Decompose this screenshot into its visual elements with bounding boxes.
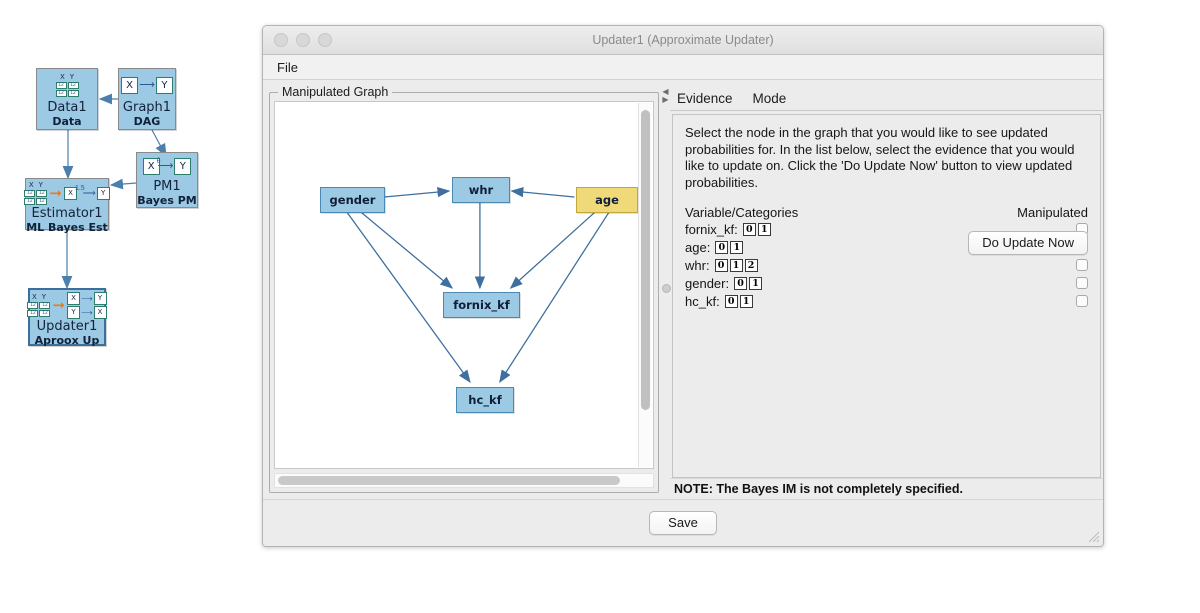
workbench-node-type: Bayes PM — [137, 194, 197, 207]
divider-knob[interactable] — [662, 284, 671, 293]
manipulated-graph-panel: Manipulated Graph — [269, 85, 659, 493]
workbench-node-type: DAG — [133, 115, 161, 128]
evidence-panel: Select the node in the graph that you wo… — [672, 114, 1101, 478]
resize-grip[interactable] — [1087, 530, 1100, 543]
zoom-button[interactable] — [318, 33, 332, 47]
window-titlebar[interactable]: Updater1 (Approximate Updater) — [263, 26, 1103, 55]
category-button[interactable]: 1 — [730, 240, 744, 254]
collapse-left-icon[interactable]: ◀ — [662, 87, 669, 96]
category-button[interactable]: 0 — [715, 240, 729, 254]
window-title: Updater1 (Approximate Updater) — [592, 33, 774, 47]
graph-canvas[interactable] — [275, 102, 653, 468]
evidence-menubar[interactable]: Evidence Mode — [670, 86, 1103, 111]
close-button[interactable] — [274, 33, 288, 47]
right-pane: Evidence Mode Select the node in the gra… — [670, 80, 1103, 499]
left-pane: Manipulated Graph — [263, 80, 661, 499]
menu-mode[interactable]: Mode — [752, 90, 787, 106]
horizontal-scroll-thumb[interactable] — [278, 476, 620, 485]
window-controls[interactable] — [274, 33, 332, 47]
window-menubar[interactable]: File — [263, 55, 1103, 80]
category-button[interactable]: 2 — [744, 258, 758, 272]
graph-scroll-area[interactable]: gender whr age fornix_kf hc_kf — [274, 101, 654, 469]
manipulated-checkbox[interactable] — [1076, 259, 1088, 271]
category-buttons[interactable]: 0 1 — [724, 294, 753, 308]
minimize-button[interactable] — [296, 33, 310, 47]
window-body: Manipulated Graph — [263, 80, 1103, 499]
menu-file[interactable]: File — [277, 59, 298, 75]
manipulated-label: Manipulated — [1017, 205, 1088, 220]
evidence-row-gender[interactable]: gender: 0 1 — [685, 274, 1088, 292]
updater-window[interactable]: Updater1 (Approximate Updater) File Mani… — [262, 25, 1104, 547]
variable-name: whr: — [685, 257, 710, 273]
x-arrow-y-icon: X⟶Y — [121, 72, 173, 98]
do-update-now-button[interactable]: Do Update Now — [968, 231, 1088, 255]
menu-evidence[interactable]: Evidence — [677, 90, 733, 106]
variable-name: fornix_kf: — [685, 221, 738, 237]
note-status-text: NOTE: The Bayes IM is not completely spe… — [670, 478, 1103, 499]
variable-name: hc_kf: — [685, 293, 720, 309]
evidence-row-whr[interactable]: whr: 0 1 2 — [685, 256, 1088, 274]
workbench-node-name: Data1 — [47, 100, 87, 115]
category-button[interactable]: 1 — [729, 258, 743, 272]
split-pane-divider[interactable]: ◀ ▶ — [661, 80, 671, 499]
orange-arrow-icon: ➞ — [49, 184, 62, 202]
category-buttons[interactable]: 0 1 2 — [714, 258, 758, 272]
graph-horizontal-scrollbar[interactable] — [274, 473, 654, 488]
workbench-node-graph1[interactable]: X⟶Y Graph1 DAG — [118, 68, 176, 130]
window-footer: Save — [263, 499, 1103, 546]
category-button[interactable]: 0 — [714, 258, 728, 272]
category-button[interactable]: 1 — [739, 294, 753, 308]
workbench-node-name: Estimator1 — [31, 206, 103, 221]
variable-name: gender: — [685, 275, 730, 291]
category-button[interactable]: 1 — [757, 222, 771, 236]
manipulated-checkbox[interactable] — [1076, 295, 1088, 307]
graph-node-fornix_kf[interactable]: fornix_kf — [443, 292, 520, 318]
graph-vertical-scrollbar[interactable] — [638, 103, 652, 467]
collapse-right-icon[interactable]: ▶ — [662, 95, 669, 104]
workbench-node-type: Aproox Up — [34, 334, 100, 347]
category-button[interactable]: 1 — [749, 276, 763, 290]
category-buttons[interactable]: 0 1 — [734, 276, 763, 290]
variable-name: age: — [685, 239, 711, 255]
category-button[interactable]: 0 — [742, 222, 756, 236]
workbench-node-type: Data — [52, 115, 82, 128]
category-button[interactable]: 0 — [734, 276, 748, 290]
graph-node-age[interactable]: age — [576, 187, 638, 213]
category-buttons[interactable]: 0 1 — [742, 222, 771, 236]
orange-arrow-icon: ➞ — [52, 296, 66, 314]
evidence-row-fornix_kf[interactable]: fornix_kf: 0 1 — [685, 220, 1088, 238]
workbench-node-name: Updater1 — [36, 319, 98, 334]
graph-node-whr[interactable]: whr — [452, 177, 510, 203]
workbench-node-type: ML Bayes Est — [26, 221, 108, 234]
panel-title: Manipulated Graph — [278, 85, 393, 99]
workbench-node-name: Graph1 — [122, 100, 172, 115]
category-buttons[interactable]: 0 1 — [715, 240, 744, 254]
graph-node-hc_kf[interactable]: hc_kf — [456, 387, 514, 413]
instructions-text: Select the node in the graph that you wo… — [685, 125, 1075, 190]
graph-node-gender[interactable]: gender — [320, 187, 385, 213]
variable-categories-label: Variable/Categories — [685, 205, 799, 220]
evidence-row-hc_kf[interactable]: hc_kf: 0 1 — [685, 292, 1088, 310]
save-button[interactable]: Save — [649, 511, 717, 535]
manipulated-checkbox[interactable] — [1076, 277, 1088, 289]
evidence-list-header: Variable/Categories Manipulated — [685, 205, 1088, 220]
category-button[interactable]: 0 — [724, 294, 738, 308]
vertical-scroll-thumb[interactable] — [641, 110, 650, 410]
workbench-node-name: PM1 — [153, 179, 181, 194]
